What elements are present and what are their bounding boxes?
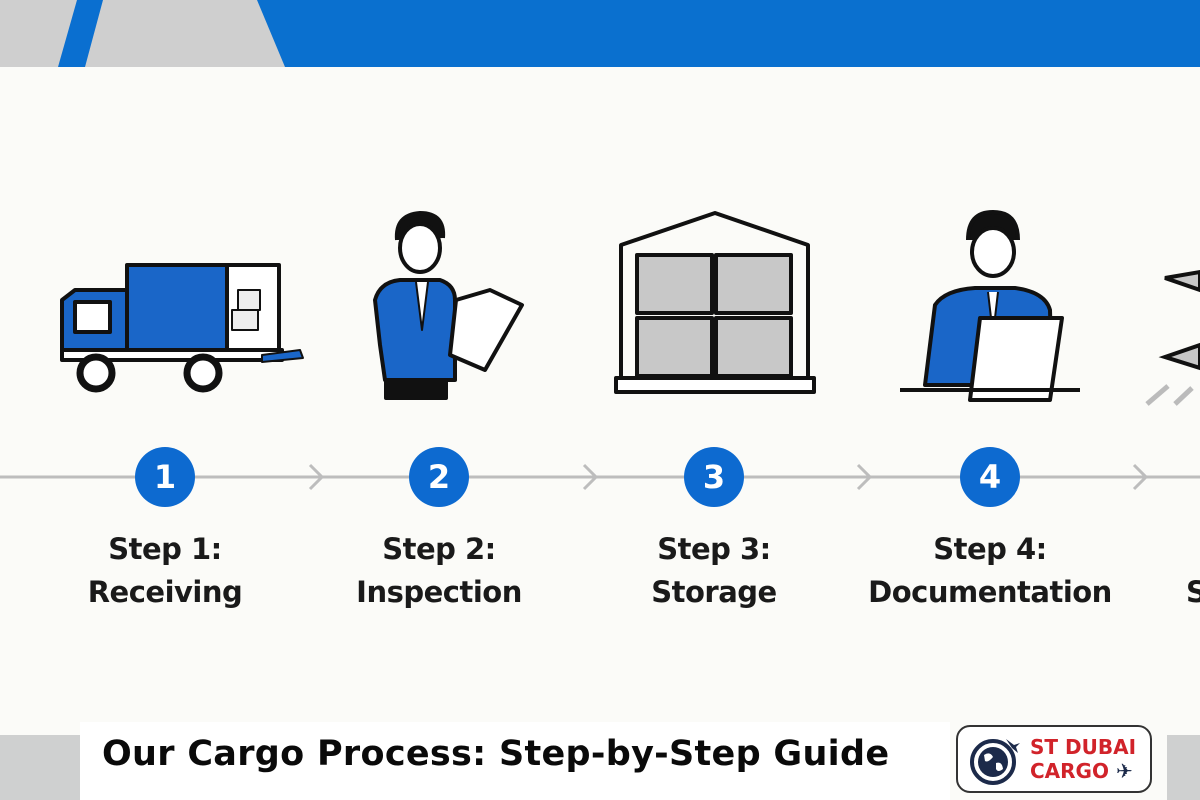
title-panel	[80, 722, 950, 800]
step-2-label: Step 2: Inspection	[309, 528, 569, 614]
step-3-name: Storage	[651, 575, 777, 609]
arrow-icon	[308, 463, 325, 491]
step-3-title: Step 3:	[657, 532, 771, 566]
step-2-title: Step 2:	[382, 532, 496, 566]
airplane-icon	[1145, 269, 1200, 406]
step-4-label: Step 4: Documentation	[850, 528, 1130, 614]
step-1-label: Step 1: Receiving	[35, 528, 295, 614]
step-2-number-badge: 2	[409, 447, 469, 507]
step-1-title: Step 1:	[108, 532, 222, 566]
footer-band-right	[1167, 735, 1200, 800]
step-4-number-badge: 4	[960, 447, 1020, 507]
warehouse-boxes-icon	[614, 211, 816, 394]
arrow-icon	[856, 463, 873, 491]
header-band	[0, 0, 1200, 67]
arrow-icon	[1132, 463, 1149, 491]
airplane-icon: ✈	[1115, 759, 1133, 783]
logo-line-2: CARGO ✈	[1030, 759, 1136, 783]
footer-band-left	[0, 735, 80, 800]
step-3-label: Step 3: Storage	[584, 528, 844, 614]
inspector-clipboard-icon	[373, 211, 524, 400]
step-3-number-badge: 3	[684, 447, 744, 507]
step-4-title: Step 4:	[933, 532, 1047, 566]
delivery-truck-icon	[60, 263, 304, 393]
arrow-icon	[582, 463, 599, 491]
person-signing-document-icon	[900, 210, 1080, 402]
logo-line-2-text: CARGO	[1030, 759, 1109, 783]
page-title: Our Cargo Process: Step-by-Step Guide	[102, 734, 890, 774]
brand-logo: ST DUBAI CARGO ✈	[956, 725, 1152, 793]
step-4-name: Documentation	[868, 575, 1112, 609]
globe-airplane-icon	[970, 739, 1020, 785]
step-1-name: Receiving	[87, 575, 243, 609]
logo-line-1: ST DUBAI	[1030, 735, 1137, 759]
step-1-number-badge: 1	[135, 447, 195, 507]
step-5-label-partial: S	[1186, 575, 1200, 609]
step-2-name: Inspection	[356, 575, 522, 609]
